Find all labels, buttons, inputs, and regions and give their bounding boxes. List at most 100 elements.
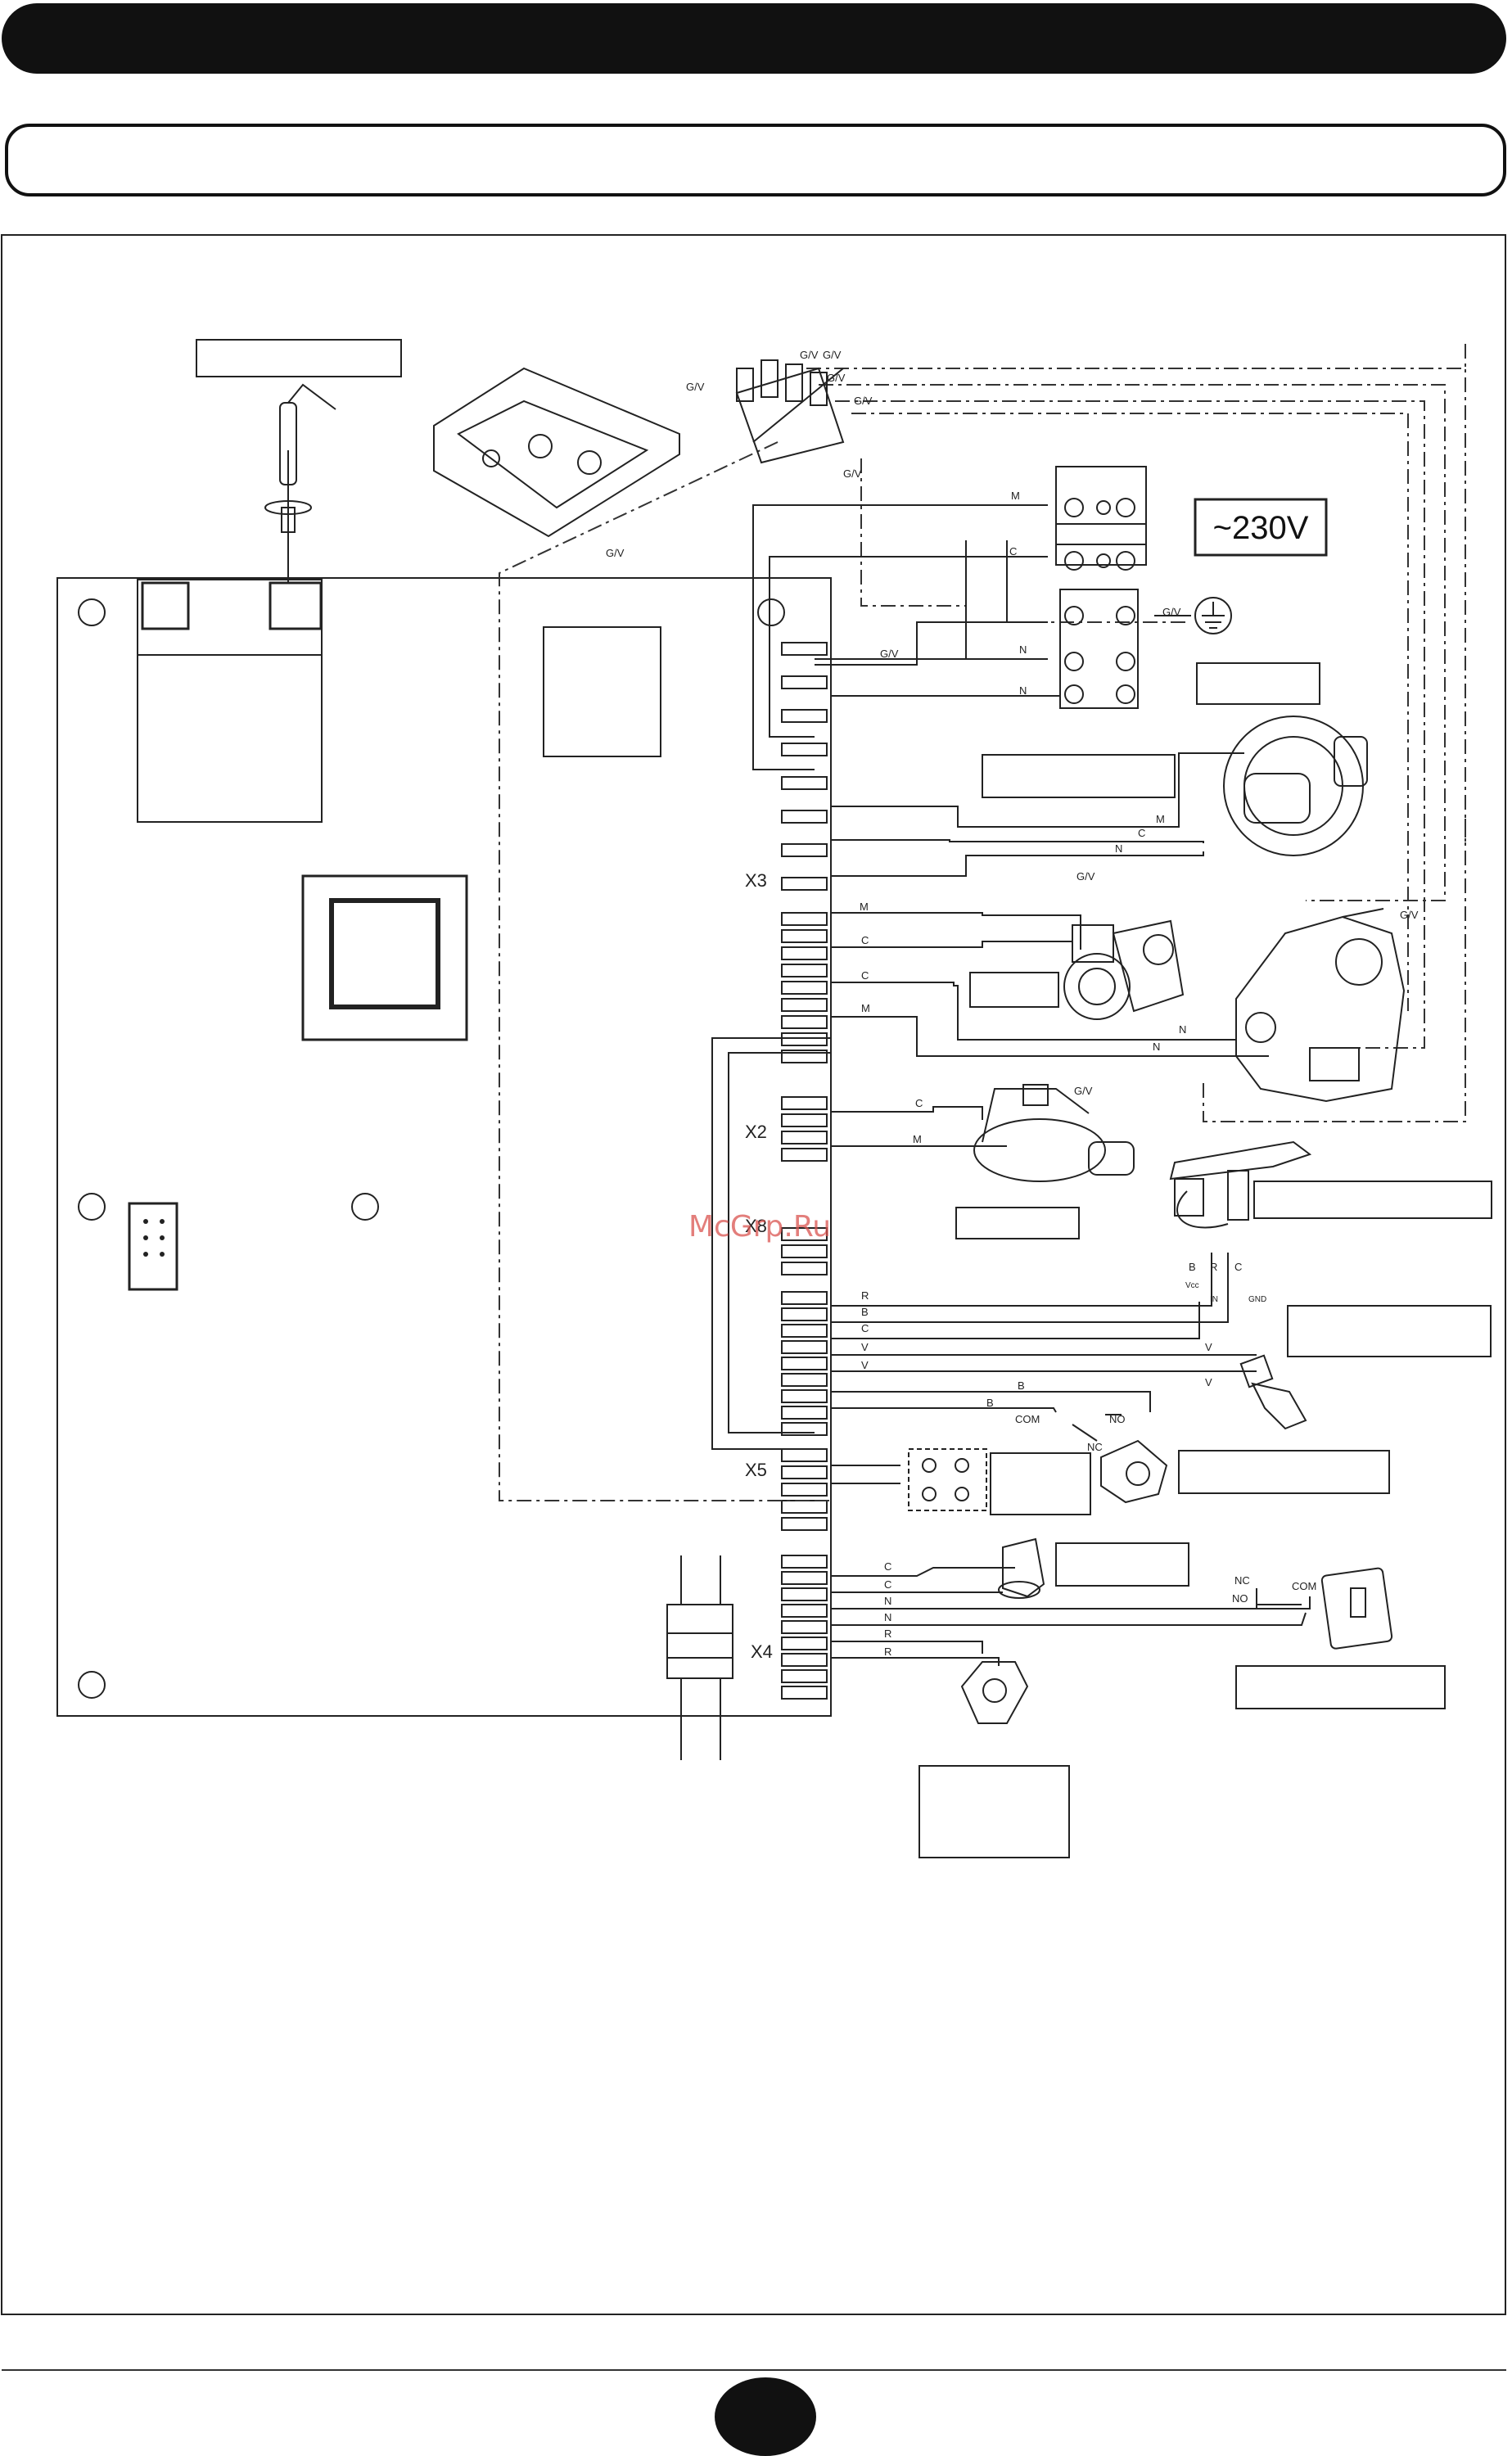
connector-pin: [781, 1096, 828, 1110]
svg-text:B: B: [1189, 1261, 1196, 1273]
svg-text:NC: NC: [1234, 1574, 1250, 1587]
connector-x2-label: X2: [745, 1122, 767, 1142]
connector-pin: [781, 1448, 828, 1462]
terminal-block-label-box: [1196, 662, 1320, 705]
power-transformer-outer: [301, 874, 468, 1041]
svg-text:M: M: [860, 901, 869, 913]
connector-pin: [781, 1131, 828, 1144]
connector-pin: [781, 675, 828, 689]
connector-pin: [781, 1637, 828, 1650]
connector-pin: [781, 642, 828, 656]
connector-pin: [781, 1500, 828, 1514]
svg-text:N: N: [1019, 643, 1027, 656]
flue-sensor-icon: [960, 1661, 1029, 1724]
water-pressure-switch-label-box: [1178, 1450, 1390, 1494]
connector-pin: [781, 1324, 828, 1338]
svg-text:R: R: [884, 1646, 891, 1658]
svg-text:G/V: G/V: [800, 349, 819, 361]
connector-pin: [781, 1465, 828, 1479]
svg-text:NO: NO: [1232, 1592, 1248, 1605]
connector-pin: [781, 1571, 828, 1585]
connector-pin: [781, 743, 828, 756]
pump-icon: [1063, 919, 1185, 1020]
svg-text:G/V: G/V: [1162, 606, 1181, 618]
svg-text:Vcc: Vcc: [1185, 1281, 1199, 1290]
svg-text:N: N: [1179, 1023, 1186, 1036]
safety-thermostat-label-box: [1055, 1542, 1189, 1587]
svg-text:M: M: [861, 1002, 870, 1014]
connector-pin: [781, 1620, 828, 1634]
main-chip: [543, 626, 661, 757]
connector-pin: [781, 981, 828, 995]
svg-text:C: C: [884, 1578, 891, 1591]
ignition-connector: [141, 581, 190, 630]
svg-text:M: M: [1011, 490, 1020, 502]
svg-text:GND: GND: [1248, 1295, 1266, 1304]
svg-text:G/V: G/V: [843, 467, 862, 480]
connector-pin: [781, 929, 828, 943]
mounting-hole: [78, 1193, 106, 1221]
connector-pin: [781, 946, 828, 960]
svg-text:G/V: G/V: [686, 381, 705, 393]
svg-text:V: V: [1205, 1376, 1212, 1388]
connector-x3-label: X3: [745, 870, 767, 891]
relay-label-box: [990, 1452, 1091, 1515]
svg-text:C: C: [861, 1322, 869, 1334]
service-connector-pins: [143, 1219, 165, 1257]
svg-text:G/V: G/V: [823, 349, 842, 361]
connector-pin: [781, 998, 828, 1012]
connector-pin: [781, 776, 828, 790]
connector-pin: [781, 964, 828, 977]
connector-pin: [781, 1373, 828, 1387]
svg-text:R: R: [861, 1289, 869, 1302]
pump-label-box: [969, 972, 1059, 1008]
svg-text:G/V: G/V: [1076, 870, 1095, 883]
connector-pin: [781, 1669, 828, 1683]
voltage-box: [1194, 498, 1328, 557]
earth-terminal-plate-icon: [735, 359, 845, 464]
room-thermostat-icon: [1320, 1567, 1393, 1650]
connector-pin: [781, 1307, 828, 1321]
connector-pin: [781, 1653, 828, 1667]
svg-text:N: N: [1115, 842, 1122, 855]
control-board: [56, 577, 832, 1717]
ignition-electrode-icon: [264, 383, 336, 533]
connector-pin: [781, 877, 828, 891]
connector-pin: [781, 1517, 828, 1531]
svg-text:NC: NC: [1087, 1441, 1103, 1453]
svg-text:C: C: [1138, 827, 1145, 839]
svg-text:COM: COM: [1292, 1580, 1316, 1592]
svg-text:M: M: [1156, 813, 1165, 825]
connector-pin: [781, 1148, 828, 1162]
header-bar: [2, 3, 1506, 74]
relay-icon: [908, 1448, 987, 1511]
ntc-sensor-label-box: [1287, 1305, 1492, 1357]
service-connector: [128, 1202, 178, 1291]
svg-text:G/V: G/V: [880, 648, 899, 660]
diagram-frame: [1, 234, 1506, 2315]
power-transformer-core: [329, 898, 440, 1009]
svg-text:G/V: G/V: [1400, 909, 1419, 921]
ignition-transformer: [137, 579, 323, 823]
page-number-badge: [715, 2377, 816, 2456]
ignition-electrode-label-box: [196, 339, 402, 377]
svg-text:B: B: [986, 1397, 994, 1409]
ntc-sensor-icon: [1239, 1354, 1307, 1430]
svg-text:G/V: G/V: [854, 395, 873, 407]
connector-pin: [781, 1340, 828, 1354]
earth-symbol-icon: [1194, 597, 1232, 634]
svg-text:V: V: [1205, 1341, 1212, 1353]
connector-x8-label: X8: [745, 1216, 767, 1236]
svg-text:C: C: [884, 1560, 891, 1573]
connector-pin: [781, 1113, 828, 1127]
flow-sensor-label-box: [1253, 1181, 1492, 1219]
connector-pin: [781, 1406, 828, 1420]
connector-pin: [781, 1227, 828, 1241]
connector-pins: [781, 642, 828, 1700]
svg-text:V: V: [861, 1359, 869, 1371]
svg-text:IN: IN: [1210, 1295, 1218, 1304]
svg-text:R: R: [884, 1628, 891, 1640]
svg-text:NO: NO: [1109, 1413, 1126, 1425]
subheader-box: [5, 124, 1506, 196]
svg-text:N: N: [884, 1611, 891, 1623]
